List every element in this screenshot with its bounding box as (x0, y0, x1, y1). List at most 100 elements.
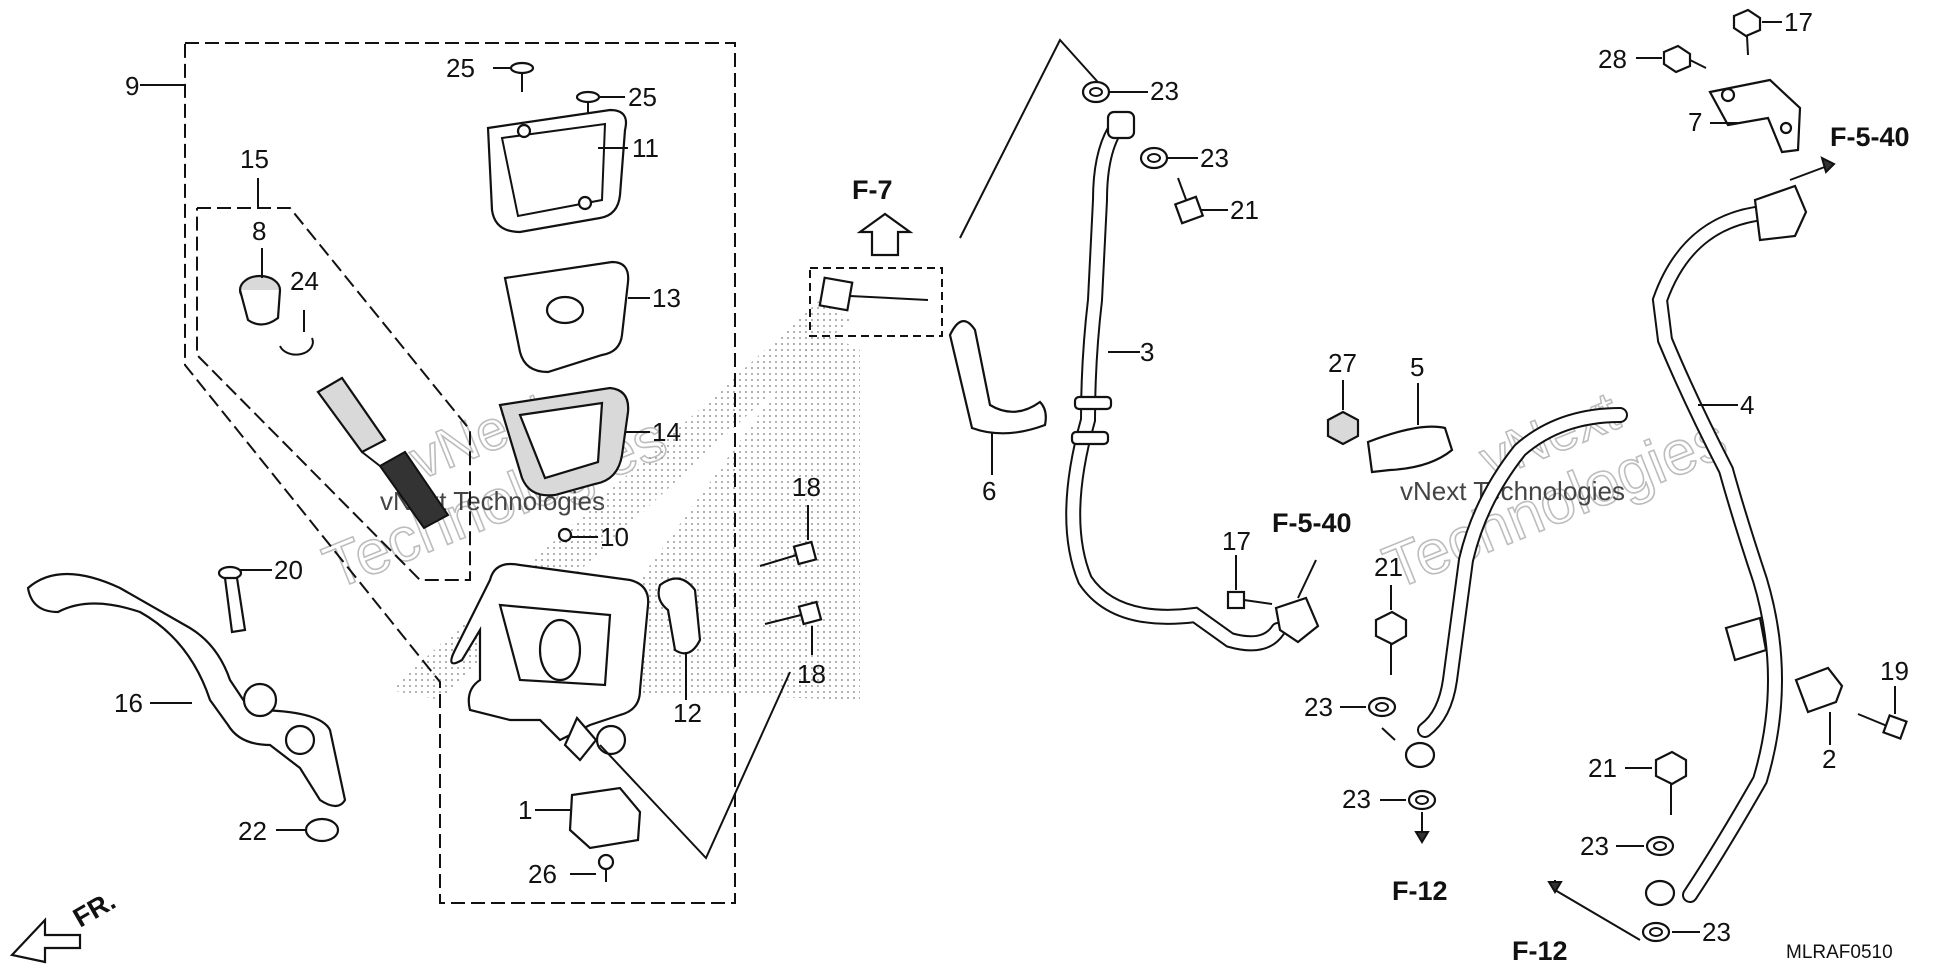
part-number-23: 23 (1150, 76, 1179, 106)
leader-line (959, 38, 1106, 239)
brake-hose-3 (1065, 110, 1286, 652)
part-number-5: 5 (1410, 352, 1424, 382)
screw-25a (493, 61, 535, 92)
part-number-10: 10 (600, 522, 629, 552)
part-number-13: 13 (652, 283, 681, 313)
part-number-17: 17 (1784, 7, 1813, 37)
diaphragm-14 (498, 386, 650, 497)
switch-1 (535, 786, 642, 850)
banjo-fitting-right (1644, 879, 1676, 907)
part-number-12: 12 (673, 698, 702, 728)
ref-f12-a: F-12 (1392, 876, 1448, 906)
part-number-8: 8 (252, 216, 266, 246)
banjo-bolt-21b (1374, 585, 1408, 675)
diagram-code: MLRAF0510 (1786, 942, 1893, 963)
assembly-frame-9 (140, 42, 736, 904)
part-number-11: 11 (632, 133, 659, 163)
part-number-19: 19 (1880, 656, 1909, 686)
front-label: FR. (68, 885, 121, 933)
brake-lever-16 (26, 573, 347, 808)
leader-line (1554, 880, 1641, 941)
part-number-7: 7 (1688, 107, 1702, 137)
bolt-18a (759, 505, 818, 567)
part-number-labels: 9 25 25 11 15 8 24 13 14 10 18 18 20 16 … (114, 7, 1909, 947)
ref-f5-40-top: F-5-40 (1830, 122, 1910, 152)
part-number-15: 15 (240, 144, 269, 174)
clamp-tab (1274, 596, 1320, 644)
part-number-21: 21 (1230, 195, 1259, 225)
clip-2 (1794, 666, 1844, 745)
watermark-right: Technologies vNext vNext Technologies (1374, 378, 1737, 604)
part-number-28: 28 (1598, 44, 1627, 74)
part-number-17: 17 (1222, 526, 1251, 556)
part-number-23: 23 (1342, 784, 1371, 814)
part-number-14: 14 (652, 417, 681, 447)
clip-24 (279, 310, 314, 356)
cap-22 (276, 817, 340, 843)
ref-f5-40-mid: F-5-40 (1272, 508, 1352, 538)
part-number-23: 23 (1580, 831, 1609, 861)
banjo-bolt-21c (1625, 750, 1688, 815)
arrow-head-f540 (1820, 156, 1836, 174)
part-number-22: 22 (238, 816, 267, 846)
part-number-20: 20 (274, 555, 303, 585)
part-number-24: 24 (290, 266, 319, 296)
bolt-17a (1732, 8, 1782, 56)
part-number-27: 27 (1328, 348, 1357, 378)
arrow-up-f7 (856, 212, 914, 257)
part-number-2: 2 (1822, 744, 1836, 774)
diaphragm-plate-13 (503, 260, 650, 374)
banjo-bolt-box (809, 267, 943, 337)
bracket-7 (1708, 78, 1802, 154)
part-number-25: 25 (628, 82, 657, 112)
bracket-6 (948, 320, 1047, 475)
washer-23e (1616, 835, 1675, 857)
leader-line (599, 671, 791, 860)
ref-f7: F-7 (852, 175, 893, 205)
nut-27 (1326, 380, 1360, 446)
banjo-bolt-21a (1173, 177, 1228, 225)
part-number-21: 21 (1588, 753, 1617, 783)
reservoir-cover-11 (486, 108, 628, 234)
holder-12 (657, 577, 702, 700)
boot-8 (238, 248, 282, 326)
part-number-6: 6 (982, 476, 996, 506)
part-number-25: 25 (446, 53, 475, 83)
washer-23d (1380, 789, 1437, 844)
bolt-17b (1226, 555, 1273, 610)
screw-25b (575, 90, 625, 120)
part-number-23: 23 (1200, 143, 1229, 173)
leader-line (1297, 559, 1317, 599)
part-number-23: 23 (1702, 917, 1731, 947)
watermark-text: vNext Technologies (1400, 476, 1625, 506)
washer-23c (1340, 696, 1397, 718)
bolt-18b (764, 600, 823, 655)
arrow-down-f12 (1547, 881, 1563, 894)
piston-spring (316, 376, 450, 530)
washer-23a (1081, 80, 1148, 104)
part-number-1: 1 (518, 795, 532, 825)
pivot-bolt-20 (217, 565, 272, 634)
part-number-16: 16 (114, 688, 143, 718)
part-number-3: 3 (1140, 337, 1154, 367)
ref-f12-b: F-12 (1512, 936, 1568, 966)
front-direction-arrow (9, 917, 82, 964)
banjo-fitting-left (1381, 727, 1436, 769)
washer-23f (1641, 921, 1700, 943)
screw-26 (570, 853, 615, 882)
bolt-19 (1857, 686, 1908, 740)
master-cylinder-body (450, 562, 650, 762)
part-number-18: 18 (792, 472, 821, 502)
part-number-26: 26 (528, 859, 557, 889)
part-number-18: 18 (797, 659, 826, 689)
screw-10 (557, 527, 598, 543)
bolt-28 (1636, 44, 1707, 74)
part-number-9: 9 (125, 71, 139, 101)
bracket-5 (1366, 383, 1454, 474)
washer-23b (1139, 146, 1198, 170)
part-number-21: 21 (1374, 552, 1403, 582)
part-number-23: 23 (1304, 692, 1333, 722)
part-number-4: 4 (1740, 390, 1754, 420)
brake-hose-4 (1417, 184, 1808, 903)
